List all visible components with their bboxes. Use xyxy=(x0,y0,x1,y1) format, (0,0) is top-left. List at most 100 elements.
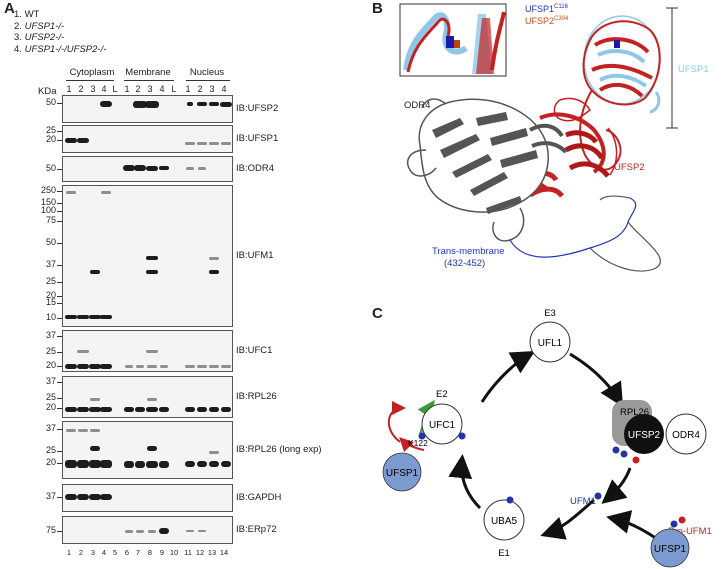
band xyxy=(100,460,112,468)
label-e1: E1 xyxy=(498,548,510,559)
kda-tick xyxy=(57,211,62,212)
blot-label: IB:UFM1 xyxy=(236,250,274,261)
blot-rpl26-long-exp- xyxy=(62,421,233,479)
blot-odr4 xyxy=(62,156,233,182)
blot-label: IB:ERp72 xyxy=(236,524,277,535)
cys-ufsp2 xyxy=(454,40,460,48)
kda-tick xyxy=(57,336,62,337)
band xyxy=(90,428,100,432)
band xyxy=(197,461,207,467)
label-odr4: ODR4 xyxy=(404,100,430,111)
header-lane-4: 4 xyxy=(101,84,107,94)
header-lane-1: 1 xyxy=(66,84,72,94)
kda-marker: 150 xyxy=(40,197,56,207)
band xyxy=(135,460,145,468)
band xyxy=(221,364,231,368)
kda-marker: 100 xyxy=(40,205,56,215)
pro-ufm1-red-dot xyxy=(678,516,686,524)
ufmylation-cycle-diagram: UFL1 E3 UFC1 E2 K122 UFSP1 RPL26 UFSP2 O… xyxy=(382,308,712,568)
lane-number-7: 7 xyxy=(135,548,141,557)
ufsp1-bottom-text: UFSP1 xyxy=(654,544,687,555)
kda-marker: 20 xyxy=(45,457,56,467)
node-uba5 xyxy=(483,499,525,541)
band xyxy=(147,364,157,368)
band xyxy=(198,166,206,170)
band xyxy=(146,256,158,260)
ufm1-dot xyxy=(594,492,602,500)
lane-number-10: 10 xyxy=(169,548,179,557)
blot-ufm1 xyxy=(62,185,233,327)
band xyxy=(148,529,156,533)
lane-number-4: 4 xyxy=(101,548,107,557)
node-ufsp1-left xyxy=(382,452,422,492)
kda-marker: 37 xyxy=(45,491,56,501)
band xyxy=(77,363,89,369)
kda-tick xyxy=(57,140,62,141)
lane-number-1: 1 xyxy=(66,548,72,557)
band xyxy=(89,460,101,468)
node-ufl1 xyxy=(529,321,571,363)
panel-b-letter: B xyxy=(372,0,383,17)
band xyxy=(220,101,232,107)
genotype-3: 3. UFSP2-/- xyxy=(14,32,65,43)
band xyxy=(136,529,144,533)
header-lane-8: 3 xyxy=(147,84,153,94)
band xyxy=(100,406,112,412)
genotype-2: 2. UFSP1-/- xyxy=(14,20,65,32)
blot-label: IB:GAPDH xyxy=(236,492,282,503)
group-membrane: Membrane xyxy=(125,67,171,78)
band xyxy=(77,494,89,500)
header-lane-5: L xyxy=(112,84,118,94)
group-nucleus: Nucleus xyxy=(189,67,225,78)
lane-number-13: 13 xyxy=(207,548,217,557)
odr4-structure xyxy=(406,98,568,242)
ufsp1-bracket xyxy=(666,7,678,129)
band xyxy=(124,460,134,468)
band xyxy=(146,460,158,468)
band xyxy=(198,530,206,532)
lane-number-12: 12 xyxy=(195,548,205,557)
band xyxy=(125,364,133,368)
band xyxy=(197,406,207,412)
band xyxy=(89,406,101,412)
band xyxy=(209,256,219,260)
ufc1-text: UFC1 xyxy=(429,420,456,431)
rpl26-text: RPL26 xyxy=(620,407,649,418)
ufm1-dot-ufc1 xyxy=(458,432,466,440)
kda-tick xyxy=(57,169,62,170)
band xyxy=(65,406,77,412)
lane-number-14: 14 xyxy=(219,548,229,557)
band xyxy=(209,102,219,106)
band xyxy=(89,494,101,500)
kda-marker: 37 xyxy=(45,376,56,386)
kda-marker: 25 xyxy=(45,276,56,286)
label-pro-ufm1: Pro-UFM1 xyxy=(668,526,712,537)
band xyxy=(124,406,134,412)
blot-rpl26 xyxy=(62,376,233,418)
kda-tick xyxy=(57,103,62,104)
lane-number-2: 2 xyxy=(78,548,84,557)
band xyxy=(160,364,168,368)
band xyxy=(146,165,158,171)
band xyxy=(89,315,101,319)
band xyxy=(146,349,158,353)
genotype-legend: 1. WT 2. UFSP1-/- 3. UFSP2-/- 4. UFSP1-/… xyxy=(14,9,106,55)
node-ufsp2 xyxy=(624,414,664,454)
kda-tick xyxy=(57,303,62,304)
kda-tick xyxy=(57,463,62,464)
arrow-ufl1-to-ufsp2 xyxy=(569,352,624,408)
band xyxy=(134,165,146,171)
group-cytoplasm: Cytoplasm xyxy=(69,67,115,78)
band xyxy=(133,100,147,108)
node-ufc1 xyxy=(421,403,463,445)
band xyxy=(65,363,77,369)
band xyxy=(159,528,169,534)
ufl1-text: UFL1 xyxy=(538,338,563,349)
kda-tick xyxy=(57,191,62,192)
kda-marker: 37 xyxy=(45,259,56,269)
node-odr4 xyxy=(665,413,707,455)
lane-number-9: 9 xyxy=(159,548,165,557)
kda-tick xyxy=(57,203,62,204)
lane-number-6: 6 xyxy=(124,548,130,557)
lane-number-8: 8 xyxy=(147,548,153,557)
